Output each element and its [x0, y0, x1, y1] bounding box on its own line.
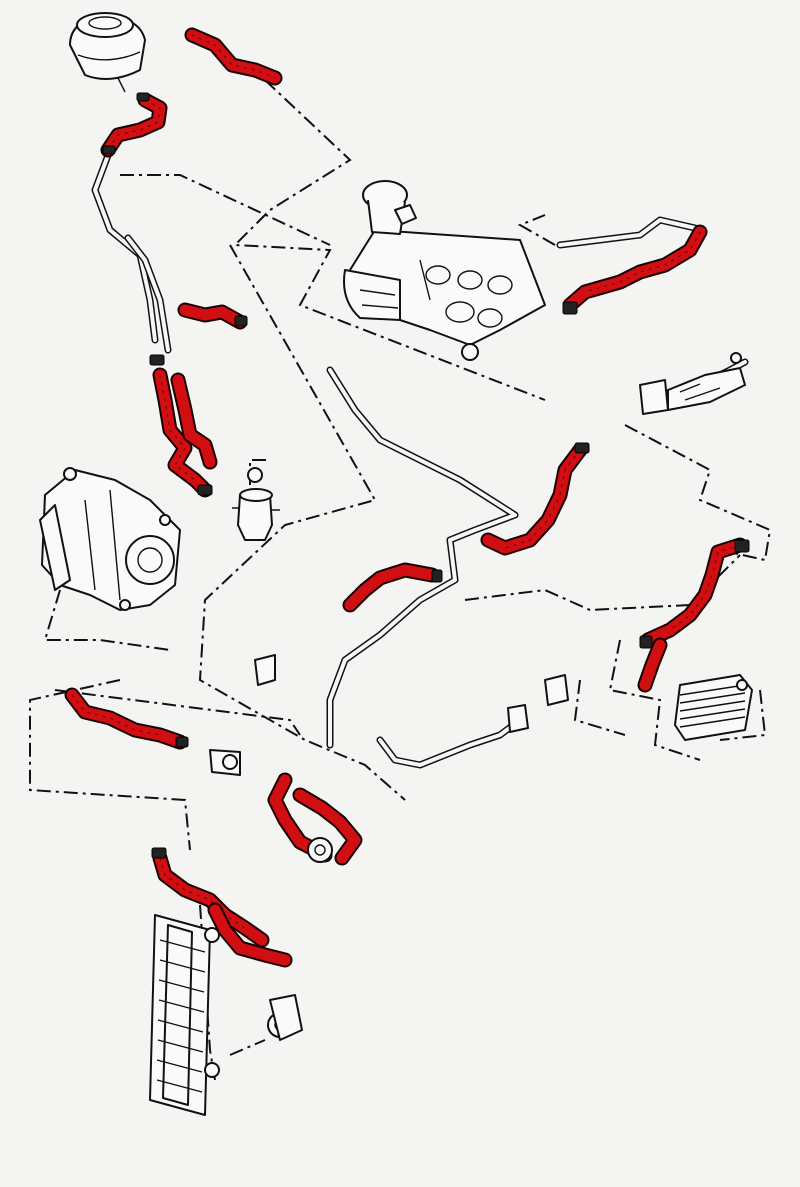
hose-8 [342, 562, 440, 613]
hose-7 [480, 442, 588, 556]
coolant-hoses [64, 27, 748, 968]
expansion-tank [69, 12, 146, 93]
hose-1 [184, 27, 283, 86]
leader-lines [29, 79, 772, 1081]
hose-9 [640, 537, 748, 648]
thermostat-housing [232, 467, 280, 541]
coolant-temperature-sensor [639, 352, 746, 415]
water-pump-housing [39, 467, 181, 611]
hose-5 [170, 372, 218, 470]
connector-flanges [209, 654, 569, 1041]
hose-6 [562, 224, 708, 313]
hose-clamps [102, 92, 750, 859]
turbocharger [343, 180, 546, 361]
hose-2 [100, 92, 168, 158]
hose-10 [637, 637, 668, 693]
hose-4 [152, 367, 213, 498]
oil-cooler [674, 674, 753, 741]
hose-13 [292, 787, 363, 866]
hose-3 [177, 302, 248, 330]
rigid-pipes [91, 146, 749, 769]
hose-15 [207, 902, 293, 968]
radiator [149, 914, 220, 1116]
hose-14 [152, 850, 270, 948]
hose-11 [64, 687, 188, 750]
